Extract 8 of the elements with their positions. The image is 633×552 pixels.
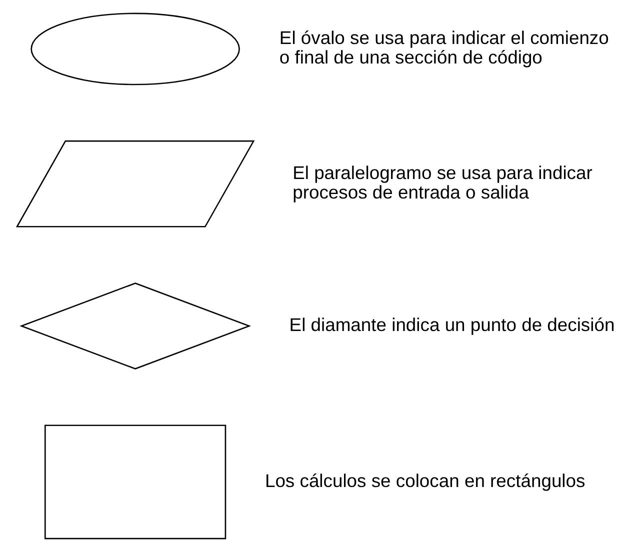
node-label: Los cálculos se colocan en rectángulos (264, 470, 586, 491)
node-label: El diamante indica un punto de decisión (289, 314, 615, 335)
node-label: El paralelogramo se usa para indicar procesos de entrada o salida (292, 162, 592, 203)
node-diamond (20, 282, 252, 370)
node-parallelogram (16, 140, 255, 228)
node-label: El óvalo se usa para indicar el comienzo o final de una sección de código (279, 26, 609, 68)
node-oval (30, 12, 240, 86)
node-box (44, 424, 226, 540)
